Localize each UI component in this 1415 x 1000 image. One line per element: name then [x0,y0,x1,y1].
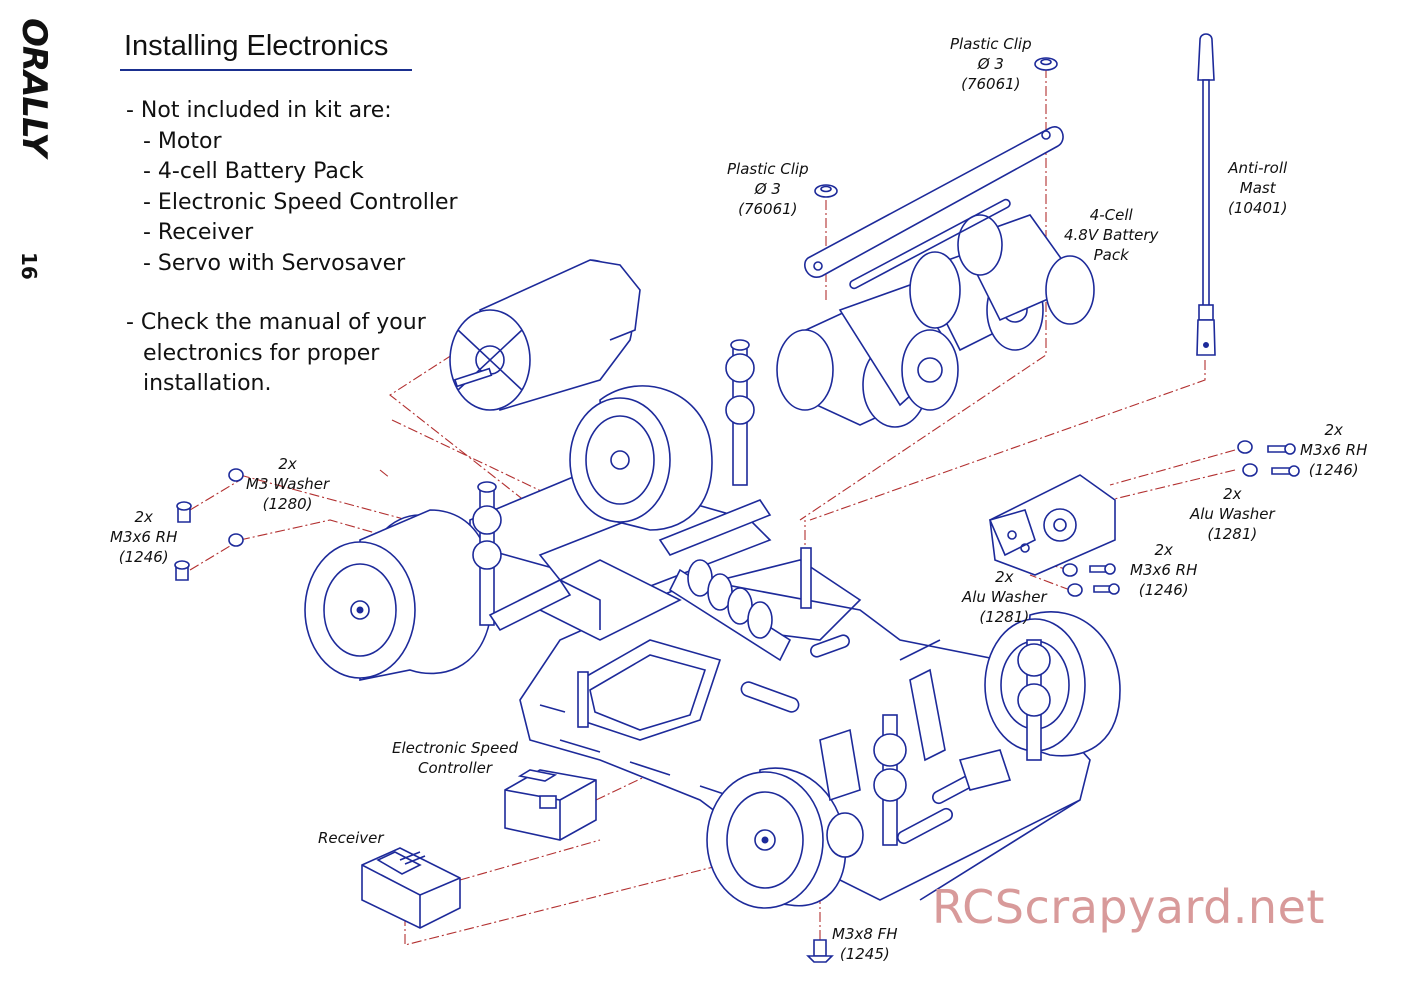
label-plastic-clip-mid: Plastic Clip Ø 3 (76061) [727,160,809,218]
rear-wheel-left [304,509,494,681]
servo [988,474,1116,576]
front-wheel-right [984,611,1121,757]
battery-cells [776,214,1095,428]
label-screw-left: 2x M3x6 RH (1246) [110,508,178,566]
rear-hardware [174,468,244,581]
center-damper [668,559,792,662]
not-included-item: - Receiver [143,220,254,245]
label-anti-roll-mast: Anti-roll Mast (10401) [1228,159,1288,217]
page-title: Installing Electronics [124,30,389,62]
rear-axles [472,339,772,632]
motor [449,259,641,412]
not-included-item: - Servo with Servosaver [143,250,406,276]
label-screw-bottom: M3x8 FH (1245) [832,925,898,963]
label-receiver: Receiver [318,829,384,847]
servo-hardware [1062,440,1300,597]
rear-wheel-right [569,385,713,531]
label-plastic-clip-top: Plastic Clip Ø 3 (76061) [950,35,1032,93]
not-included-item: - Electronic Speed Controller [143,189,458,215]
not-included-header: - Not included in kit are: [126,98,392,123]
label-m3-washer: 2x M3 Washer (1280) [246,455,330,513]
check-manual-line: electronics for proper [143,340,380,366]
not-included-item: - Motor [143,128,222,154]
front-wheel-left [706,767,847,909]
label-alu-washer-mid: 2x Alu Washer (1281) [962,568,1047,626]
label-screw-right-top: 2x M3x6 RH (1246) [1300,421,1368,479]
flat-head-screw [806,939,834,963]
plastic-clip-mid [814,184,838,198]
check-manual-line: - Check the manual of your [126,310,426,335]
instruction-notes: - Not included in kit are: - Motor - 4-c… [126,96,458,400]
receiver [361,847,461,929]
watermark: RCScrapyard.net [932,880,1325,934]
check-manual-line: installation. [143,371,272,396]
title-underline [120,69,412,71]
front-kingpins [819,639,1051,858]
label-screw-right-mid: 2x M3x6 RH (1246) [1130,541,1198,599]
not-included-item: - 4-cell Battery Pack [143,159,364,184]
anti-roll-mast [1196,33,1216,356]
electronic-speed-controller [504,769,597,841]
body-posts [577,547,812,728]
plastic-clip-top [1034,57,1058,71]
label-battery-pack: 4-Cell 4.8V Battery Pack [1064,206,1159,264]
battery-strap [804,126,1064,290]
label-esc: Electronic Speed Controller [392,739,519,777]
label-alu-washer-right: 2x Alu Washer (1281) [1190,485,1275,543]
